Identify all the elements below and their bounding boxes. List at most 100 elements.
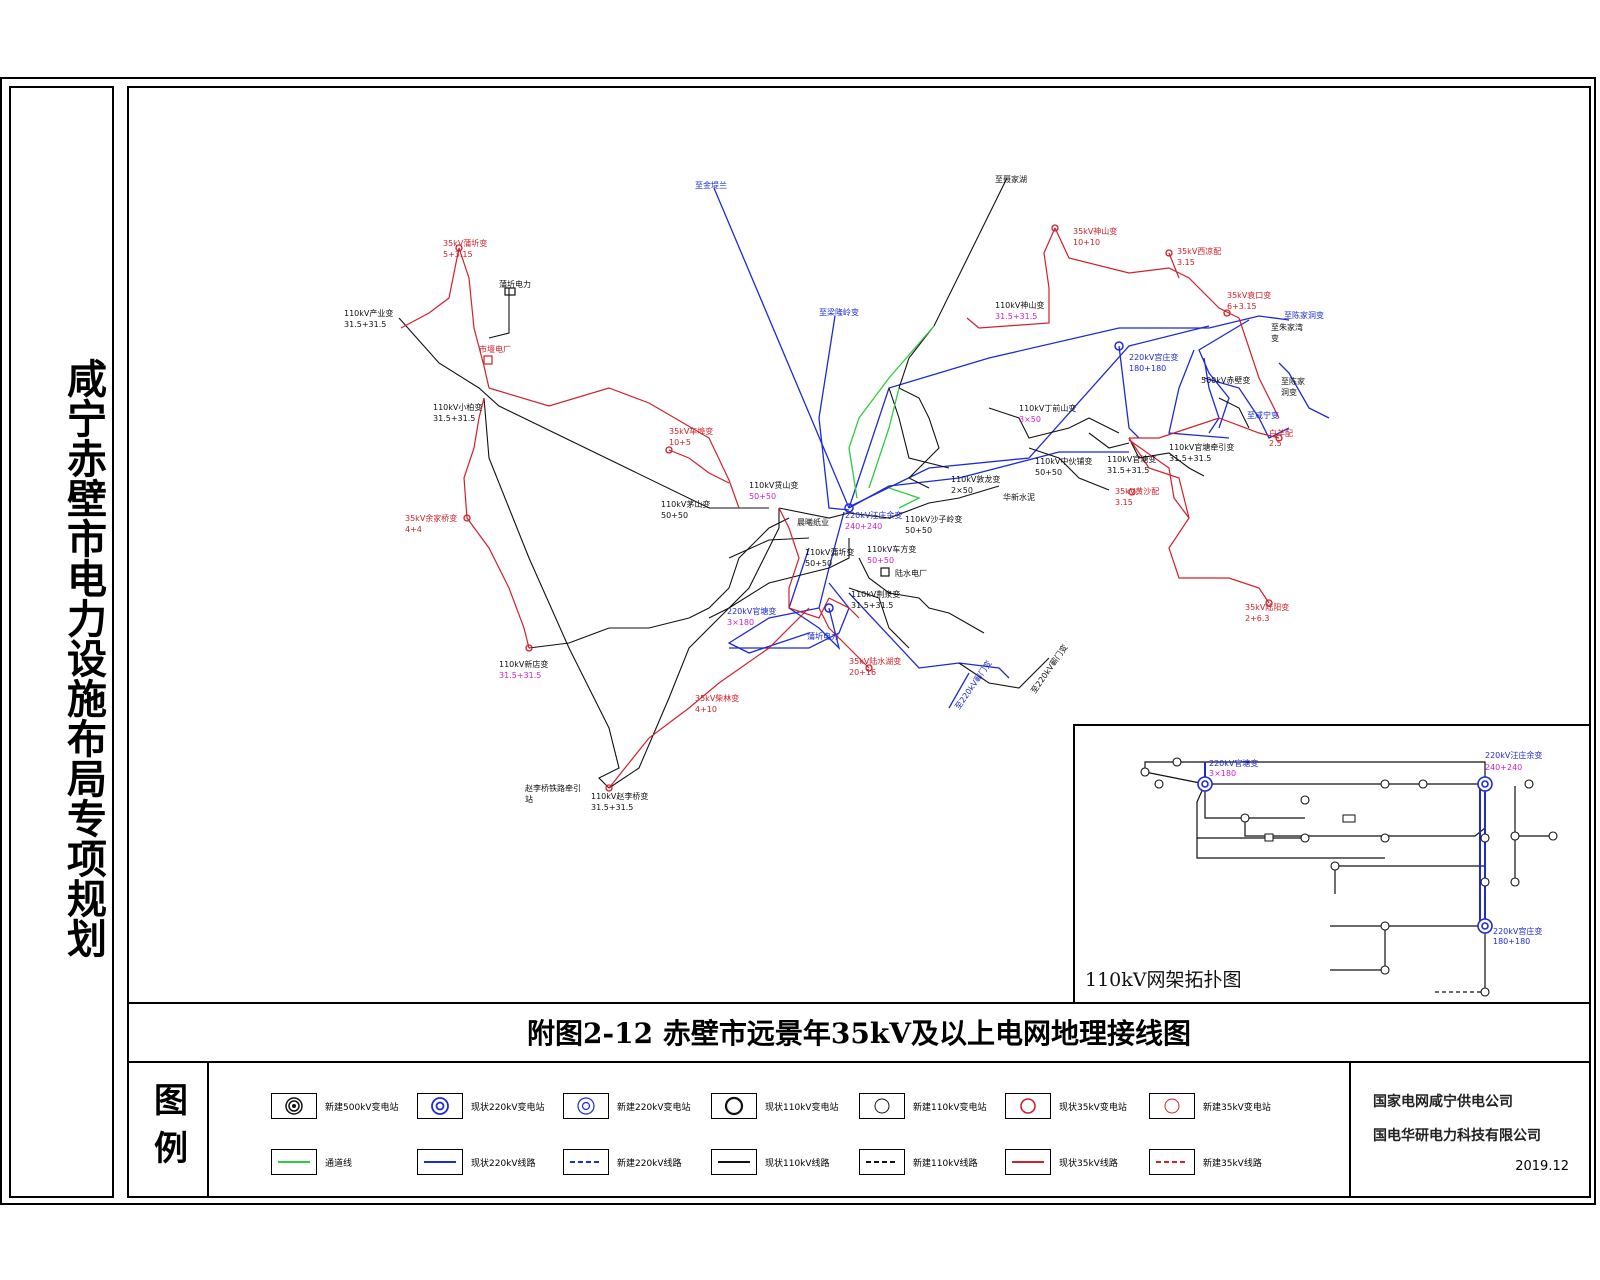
legend-label: 新建500kV变电站 bbox=[325, 1102, 399, 1113]
label-puqidian: 蒲圻电力 bbox=[499, 279, 531, 289]
label-yujia-cap: 4+4 bbox=[405, 525, 422, 534]
label-lushuihu-cap: 20+16 bbox=[849, 668, 876, 677]
label-shenshan110: 110kV神山变 bbox=[995, 300, 1044, 310]
map-labels: 至金堤兰 至聂家湖 35kV神山变 10+10 35kV西凉配 3.15 35k… bbox=[344, 174, 1324, 812]
line-35kv-chefu bbox=[488, 387, 740, 509]
inset-label-guantang-cap: 3×180 bbox=[1209, 769, 1236, 778]
label-xiliang-cap: 3.15 bbox=[1177, 258, 1195, 267]
line-35kv-yuankou bbox=[1238, 317, 1280, 419]
substation-35kv-existing-icon bbox=[1020, 1098, 1036, 1114]
line-110kv-chanye bbox=[398, 317, 769, 509]
label-dingshan: 110kV丁前山变 bbox=[1019, 403, 1076, 413]
legend-label: 新建35kV变电站 bbox=[1203, 1102, 1271, 1113]
label-zhizhu2: 变 bbox=[1271, 333, 1279, 343]
label-huaxin: 华新水泥 bbox=[1003, 492, 1035, 502]
line-35kv-chailin bbox=[608, 607, 810, 789]
label-jingquan: 110kV荆泉变 bbox=[851, 589, 900, 599]
label-yuankou: 35kV袁口变 bbox=[1227, 290, 1271, 300]
label-maoshan-cap: 50+50 bbox=[661, 511, 688, 520]
lines-110kv bbox=[398, 177, 1250, 789]
substation-35kv-new-icon bbox=[1164, 1098, 1180, 1114]
label-puqi110-cap: 50+50 bbox=[805, 559, 832, 568]
legend-label: 现状110kV变电站 bbox=[765, 1102, 839, 1113]
label-jingquan-cap: 31.5+31.5 bbox=[851, 601, 893, 610]
label-wangzhuang220: 220kV汪庄余变 bbox=[845, 510, 902, 520]
label-shenshan35: 35kV神山变 bbox=[1073, 226, 1117, 236]
label-zhizhu: 至朱家湾 bbox=[1271, 322, 1303, 332]
inset-label-gongzhuang: 220kV宫庄变 bbox=[1493, 926, 1542, 936]
line-35kv-luyang bbox=[1128, 437, 1270, 604]
line-35kv-puqi bbox=[400, 247, 460, 329]
label-guantangtr-cap: 31.5+31.5 bbox=[1169, 454, 1211, 463]
legend-item-220kv-existing: 现状220kV变电站 bbox=[417, 1093, 545, 1119]
side-title: 咸宁赤壁市电力设施布局专项规划 bbox=[60, 358, 107, 958]
label-zhaoli: 赵李桥铁路牵引 bbox=[525, 783, 581, 793]
line-220kv-xianning bbox=[1203, 377, 1290, 439]
substation-shenshan35-icon bbox=[1051, 224, 1059, 232]
substation-110kv-new-icon bbox=[874, 1098, 890, 1114]
legend: 图例 新建500kV变电站 现状220kV变电站 新建220kV变电站 现状11… bbox=[127, 1061, 1591, 1198]
line-220kv-new-icon bbox=[570, 1161, 602, 1163]
substation-yujia-icon bbox=[463, 514, 471, 522]
label-zhaoli110: 110kV赵李桥变 bbox=[591, 791, 648, 801]
line-35kv-lushuihu bbox=[818, 607, 870, 669]
label-chailin: 35kV柴林变 bbox=[695, 693, 739, 703]
lines-35kv bbox=[400, 227, 1280, 789]
line-35kv-baiyang bbox=[1129, 417, 1280, 439]
topology-diagram: 220kV官塘变 3×180 220kV汪庄余变 240+240 220kV宫庄… bbox=[1140, 750, 1558, 997]
substation-guantang-icon bbox=[824, 603, 834, 613]
substation-huangsha-icon bbox=[1128, 488, 1136, 496]
label-chefu: 35kV车埠变 bbox=[669, 426, 713, 436]
power-plant-shiwei-icon bbox=[483, 355, 493, 365]
label-xiliang: 35kV西凉配 bbox=[1177, 246, 1221, 256]
label-wangzhuang220-cap: 240+240 bbox=[845, 522, 882, 531]
line-corridor-north bbox=[848, 325, 935, 499]
org-date: 2019.12 bbox=[1515, 1159, 1569, 1174]
label-shayu-cap: 50+50 bbox=[905, 526, 932, 535]
legend-item-500kv-new: 新建500kV变电站 bbox=[271, 1093, 399, 1119]
legend-label: 新建220kV变电站 bbox=[617, 1102, 691, 1113]
label-puqi35: 35kV蒲圻变 bbox=[443, 238, 487, 248]
substation-500kv-new-icon bbox=[285, 1097, 303, 1115]
line-110kv-lujiahu bbox=[898, 177, 1008, 489]
label-yujia: 35kV余家桥变 bbox=[405, 513, 457, 523]
label-dingshan-cap: 3×50 bbox=[1019, 415, 1041, 424]
legend-item-110kv-line-new: 新建110kV线路 bbox=[859, 1149, 978, 1175]
label-dunlong: 110kV敦龙变 bbox=[951, 474, 1000, 484]
inset-title: 110kV网架拓扑图 bbox=[1085, 969, 1242, 991]
label-huangsha-cap: 3.15 bbox=[1115, 498, 1133, 507]
legend-item-corridor: 通道线 bbox=[271, 1149, 352, 1175]
label-puqi35-cap: 5+3.15 bbox=[443, 250, 473, 259]
label-shiwei: 市堰电厂 bbox=[479, 344, 511, 354]
substation-xiliang-icon bbox=[1165, 249, 1173, 257]
legend-label: 新建220kV线路 bbox=[617, 1158, 682, 1169]
label-zhishui: 至陈家洞变 bbox=[1284, 310, 1324, 320]
label-puyan: 蒲圻电力 bbox=[807, 631, 839, 641]
line-110kv-existing-icon bbox=[718, 1161, 750, 1163]
line-220kv-north bbox=[848, 327, 1209, 509]
label-luyang-cap: 2+6.3 bbox=[1245, 614, 1270, 623]
legend-item-220kv-line-new: 新建220kV线路 bbox=[563, 1149, 682, 1175]
legend-item-220kv-line-existing: 现状220kV线路 bbox=[417, 1149, 536, 1175]
label-chefang-cap: 50+50 bbox=[867, 556, 894, 565]
topology-inset: 220kV官塘变 3×180 220kV汪庄余变 240+240 220kV宫庄… bbox=[1073, 724, 1589, 1002]
label-chefu-cap: 10+5 bbox=[669, 438, 691, 447]
legend-label: 通道线 bbox=[325, 1158, 353, 1169]
label-xindian: 110kV新店变 bbox=[499, 659, 548, 669]
substation-110kv-existing-icon bbox=[724, 1096, 744, 1116]
line-220kv-to-chen bbox=[1208, 315, 1290, 329]
label-lujiahu: 至聂家湖 bbox=[995, 174, 1027, 184]
inset-label-guantang: 220kV官塘变 bbox=[1209, 758, 1258, 768]
label-gongzhuang220-cap: 180+180 bbox=[1129, 364, 1166, 373]
substation-lushuihu-icon bbox=[865, 664, 873, 672]
label-zhonghuo-cap: 50+50 bbox=[1035, 468, 1062, 477]
lines-corridor bbox=[848, 325, 935, 509]
legend-heading: 图例 bbox=[129, 1063, 209, 1196]
label-zhaoli110-cap: 31.5+31.5 bbox=[591, 803, 633, 812]
substations bbox=[455, 224, 1283, 792]
grid-map[interactable]: 至金堤兰 至聂家湖 35kV神山变 10+10 35kV西凉配 3.15 35k… bbox=[129, 88, 1589, 1002]
line-220kv-existing-icon bbox=[424, 1161, 456, 1163]
legend-item-220kv-new: 新建220kV变电站 bbox=[563, 1093, 691, 1119]
legend-label: 新建110kV变电站 bbox=[913, 1102, 987, 1113]
map-panel[interactable]: 至金堤兰 至聂家湖 35kV神山变 10+10 35kV西凉配 3.15 35k… bbox=[127, 86, 1591, 1004]
